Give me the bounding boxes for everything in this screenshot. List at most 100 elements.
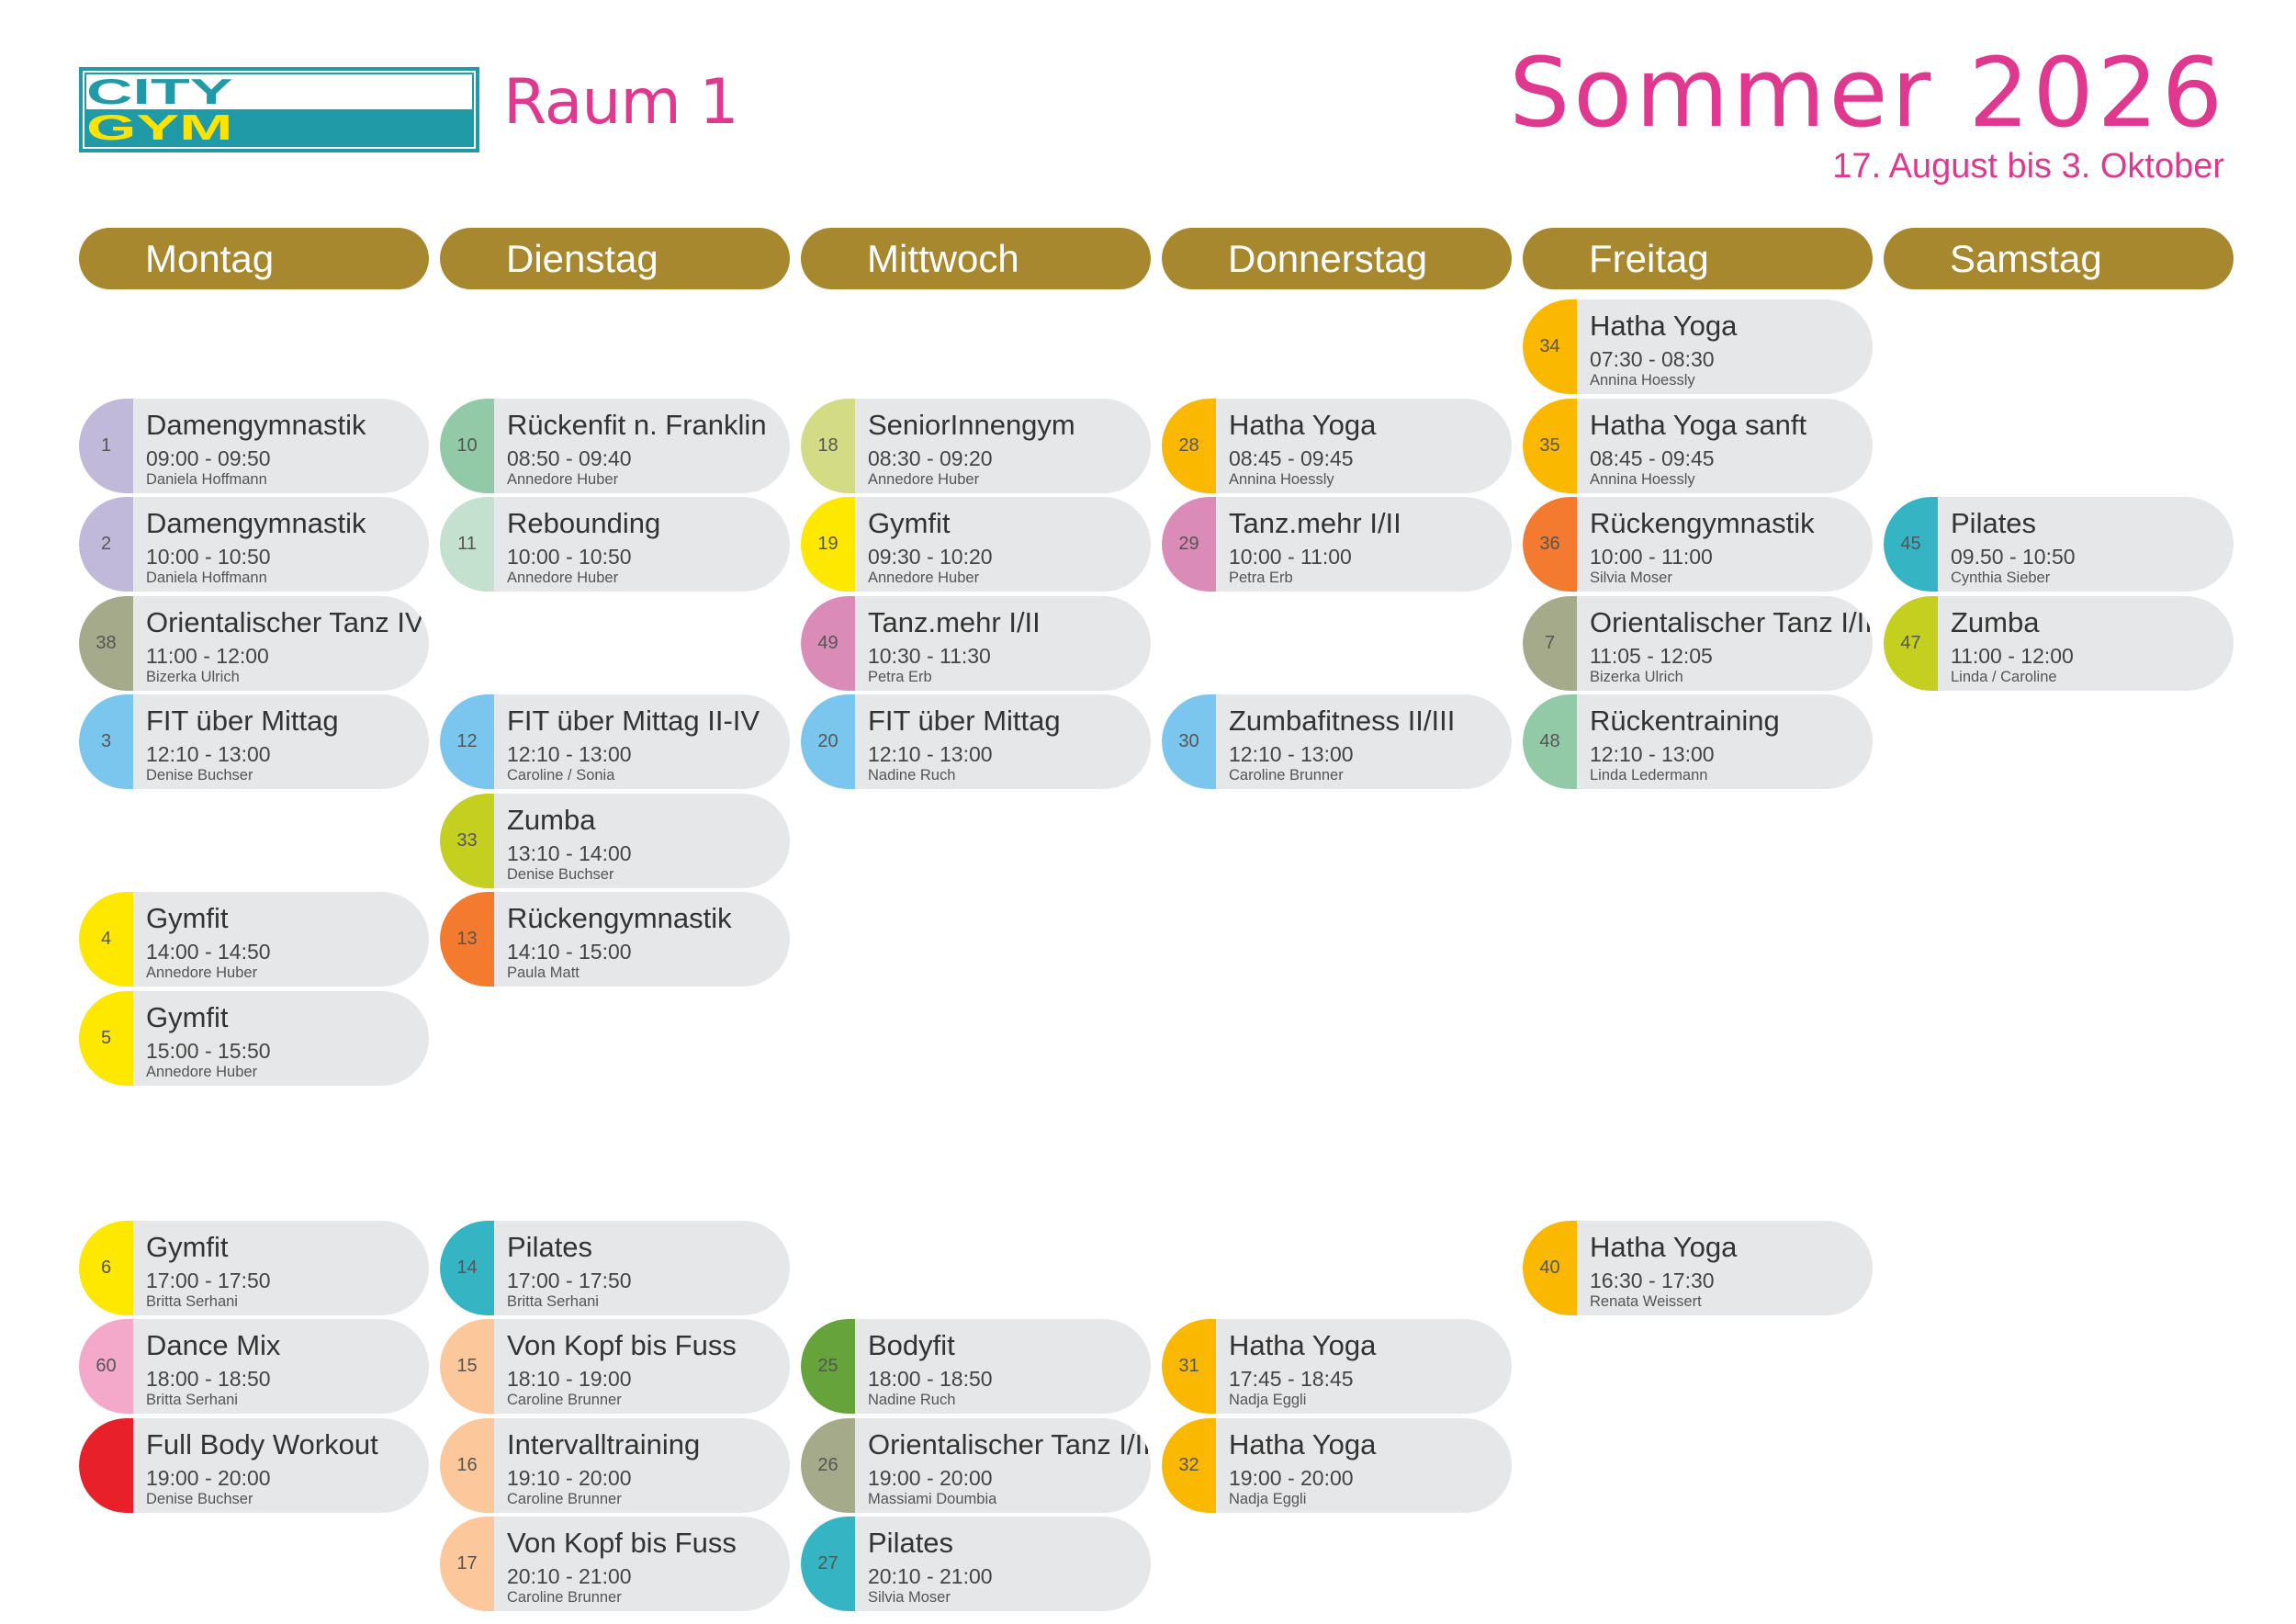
course-time: 16:30 - 17:30 bbox=[1590, 1269, 1715, 1292]
course-number: 27 bbox=[817, 1553, 838, 1573]
course-teacher: Caroline Brunner bbox=[507, 1491, 622, 1507]
course-number: 20 bbox=[817, 731, 838, 751]
course-title: Rebounding bbox=[507, 507, 661, 539]
course-teacher: Annina Hoessly bbox=[1229, 471, 1334, 488]
course-title: Hatha Yoga bbox=[1590, 1231, 1738, 1263]
course-time: 10:00 - 10:50 bbox=[507, 545, 632, 569]
course-teacher: Nadine Ruch bbox=[868, 767, 956, 784]
course-title: Rückengymnastik bbox=[507, 902, 732, 934]
course-time: 08:30 - 09:20 bbox=[868, 446, 993, 470]
course-title: Hatha Yoga bbox=[1590, 310, 1738, 342]
course-teacher: Annedore Huber bbox=[146, 1064, 258, 1080]
course-number: 34 bbox=[1539, 336, 1560, 356]
course-teacher: Annedore Huber bbox=[868, 471, 980, 488]
course-title: Pilates bbox=[868, 1527, 954, 1559]
course-number: 14 bbox=[456, 1257, 478, 1278]
course-time: 19:10 - 20:00 bbox=[507, 1466, 632, 1490]
course-number: 36 bbox=[1539, 534, 1560, 554]
course-number: 31 bbox=[1178, 1356, 1199, 1376]
course-teacher: Caroline / Sonia bbox=[507, 767, 615, 784]
course-teacher: Bizerka Ulrich bbox=[1590, 669, 1683, 685]
course-teacher: Bizerka Ulrich bbox=[146, 669, 240, 685]
course-teacher: Massiami Doumbia bbox=[868, 1491, 997, 1507]
course-teacher: Denise Buchser bbox=[507, 866, 614, 883]
course-title: Hatha Yoga bbox=[1229, 409, 1377, 441]
course-teacher: Nadja Eggli bbox=[1229, 1491, 1307, 1507]
course-teacher: Nadine Ruch bbox=[868, 1392, 956, 1408]
city-gym-logo: CITY GYM bbox=[79, 67, 479, 152]
course-number: 33 bbox=[456, 830, 478, 851]
date-range: 17. August bis 3. Oktober bbox=[1832, 147, 2224, 186]
course-title: Gymfit bbox=[146, 1001, 229, 1033]
course-time: 15:00 - 15:50 bbox=[146, 1039, 271, 1063]
course-time: 10:30 - 11:30 bbox=[868, 644, 991, 668]
course-time: 12:10 - 13:00 bbox=[146, 742, 271, 766]
course-time: 19:00 - 20:00 bbox=[868, 1466, 993, 1490]
course-teacher: Caroline Brunner bbox=[1229, 767, 1344, 784]
course-title: Tanz.mehr I/II bbox=[868, 606, 1041, 638]
course-title: Gymfit bbox=[146, 1231, 229, 1263]
day-header-donnerstag: Donnerstag bbox=[1162, 228, 1512, 289]
course-number: 45 bbox=[1900, 534, 1921, 554]
course-teacher: Britta Serhani bbox=[146, 1392, 238, 1408]
course-number: 3 bbox=[100, 731, 112, 751]
course-teacher: Renata Weissert bbox=[1590, 1293, 1702, 1310]
course-title: Bodyfit bbox=[868, 1329, 955, 1361]
day-header-samstag: Samstag bbox=[1884, 228, 2234, 289]
course-title: Damengymnastik bbox=[146, 409, 366, 441]
course-teacher: Denise Buchser bbox=[146, 767, 253, 784]
course-number: 7 bbox=[1544, 633, 1556, 653]
course-time: 11:00 - 12:00 bbox=[1951, 644, 2074, 668]
course-time: 11:00 - 12:00 bbox=[146, 644, 269, 668]
logo-top-text: CITY bbox=[86, 74, 472, 109]
course-title: Full Body Workout bbox=[146, 1428, 378, 1460]
course-title: Pilates bbox=[1951, 507, 2037, 539]
course-title: Zumbafitness II/III bbox=[1229, 705, 1456, 737]
course-time: 17:45 - 18:45 bbox=[1229, 1367, 1354, 1391]
course-time: 12:10 - 13:00 bbox=[1590, 742, 1715, 766]
course-number: 17 bbox=[456, 1553, 478, 1573]
course-teacher: Annedore Huber bbox=[507, 471, 619, 488]
course-time: 10:00 - 11:00 bbox=[1590, 545, 1713, 569]
course-number: 32 bbox=[1178, 1455, 1199, 1475]
course-teacher: Daniela Hoffmann bbox=[146, 570, 267, 586]
